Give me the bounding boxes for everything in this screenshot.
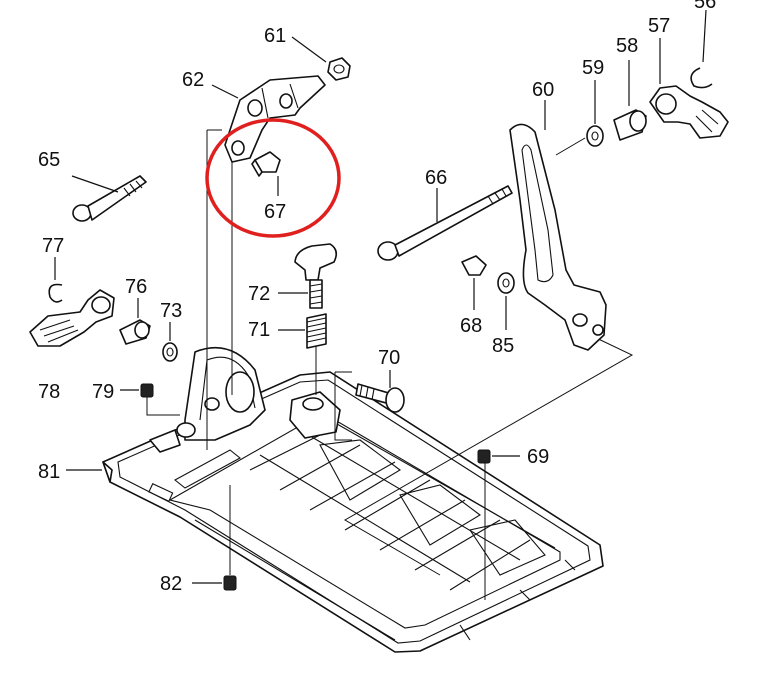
callout-67: 67 [264,201,286,223]
part-85-washer [497,272,515,330]
callout-57: 57 [648,15,670,37]
callout-61: 61 [264,25,286,47]
callout-60: 60 [532,79,554,101]
callout-70: 70 [378,347,400,369]
callout-59: 59 [582,57,604,79]
part-72-wing-knob [278,243,338,309]
highlight-circle [205,118,341,238]
part-67-screw [205,118,341,238]
assembly-guide-lines [146,129,634,600]
part-68-screw [461,255,487,310]
callout-56: 56 [694,0,716,13]
callout-71: 71 [248,319,270,341]
part-73-washer [162,322,178,362]
callout-82: 82 [160,573,182,595]
part-77-clip [48,257,63,303]
part-76-bushing [119,298,151,345]
part-66-long-bolt [377,185,513,261]
base-plate [102,371,604,653]
part-58-bushing [613,60,647,141]
part-82-set-screw [192,575,237,591]
callout-85: 85 [492,335,514,357]
pivot-bracket [149,346,266,453]
part-78-lever [29,289,115,347]
part-60-quadrant-arm [509,100,607,351]
part-57-lever [649,38,729,139]
part-56-clip [690,9,713,89]
part-71-spring [278,313,327,349]
part-61-nut [291,36,351,81]
callout-68: 68 [460,315,482,337]
callout-77: 77 [42,235,64,257]
part-59-washer [586,80,604,147]
callout-78: 78 [38,381,60,403]
callout-65: 65 [38,149,60,171]
callout-81: 81 [38,461,60,483]
part-79-set-screw [120,383,154,398]
callout-69: 69 [527,446,549,468]
part-69-set-screw [477,449,520,464]
part-62-plate [211,75,326,163]
callout-76: 76 [125,276,147,298]
callout-62: 62 [182,69,204,91]
part-70-carriage-bolt [355,370,405,413]
callout-72: 72 [248,283,270,305]
callout-79: 79 [92,381,114,403]
part-65-bolt [71,175,147,222]
center-boss [289,391,341,439]
callout-73: 73 [160,300,182,322]
callout-66: 66 [425,167,447,189]
callout-58: 58 [616,35,638,57]
